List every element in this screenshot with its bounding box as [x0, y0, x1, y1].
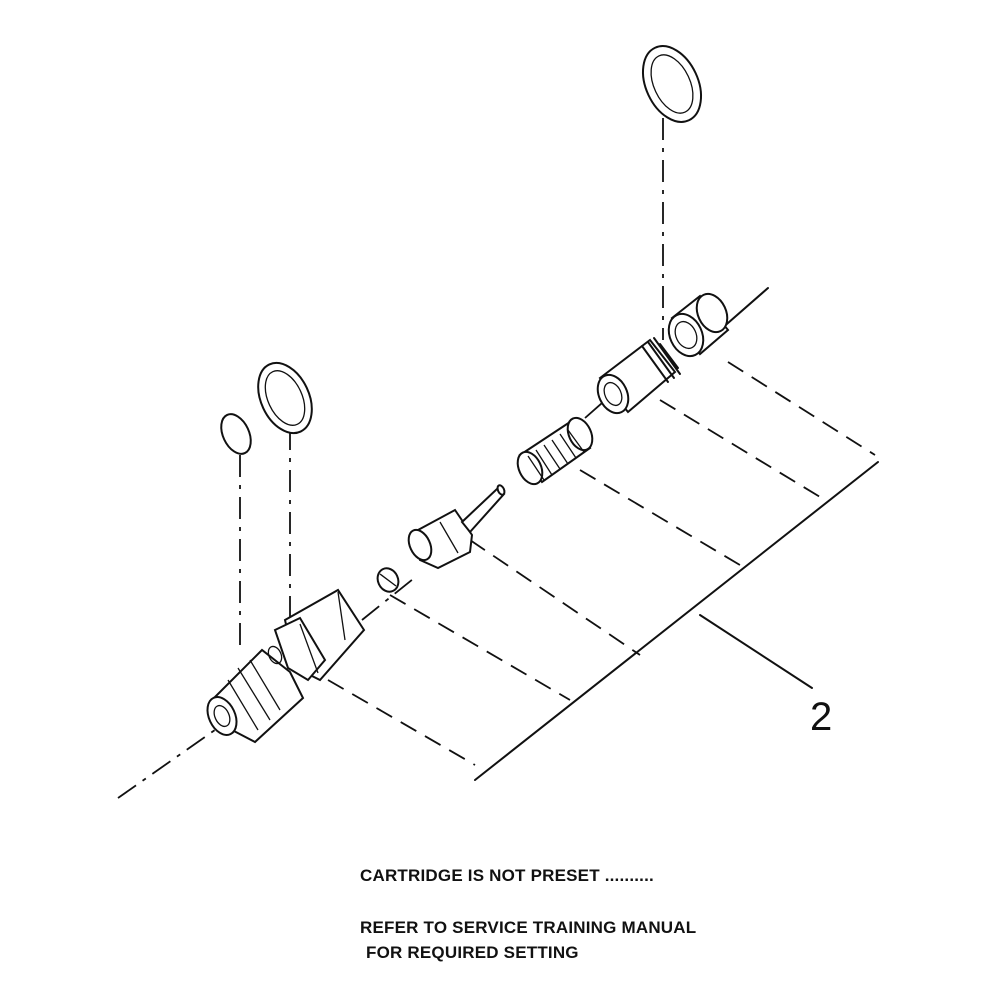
- bracket-baseline: [474, 461, 879, 781]
- bracket-leader-poppet: [389, 594, 571, 701]
- center-axis-upper: [584, 395, 611, 419]
- callout-leader-2: [699, 614, 813, 689]
- lock-nut: [667, 292, 730, 358]
- note-refer-manual: REFER TO SERVICE TRAINING MANUAL: [360, 918, 697, 937]
- bracket-leader-spring: [579, 469, 746, 569]
- oring-small: [220, 413, 252, 455]
- poppet-ball: [376, 567, 400, 593]
- center-axis-end: [719, 287, 769, 331]
- spool: [407, 484, 506, 570]
- bracket-leader-plug: [659, 399, 826, 501]
- bracket-leader-spool: [469, 539, 641, 656]
- oring-large: [257, 361, 313, 435]
- center-axis-lower: [117, 724, 223, 799]
- adjusting-plug: [596, 337, 681, 415]
- spring: [516, 416, 594, 486]
- bracket-leader-nut: [727, 361, 876, 456]
- oring-top: [641, 45, 703, 123]
- callout-number-2: 2: [810, 695, 832, 739]
- note-not-preset: CARTRIDGE IS NOT PRESET ..........: [360, 866, 654, 885]
- bracket-leader-body: [327, 679, 476, 766]
- note-required-setting: FOR REQUIRED SETTING: [366, 943, 579, 962]
- center-axis-mid: [361, 574, 419, 621]
- cartridge-body: [206, 588, 366, 744]
- callout-bracket: [327, 361, 879, 781]
